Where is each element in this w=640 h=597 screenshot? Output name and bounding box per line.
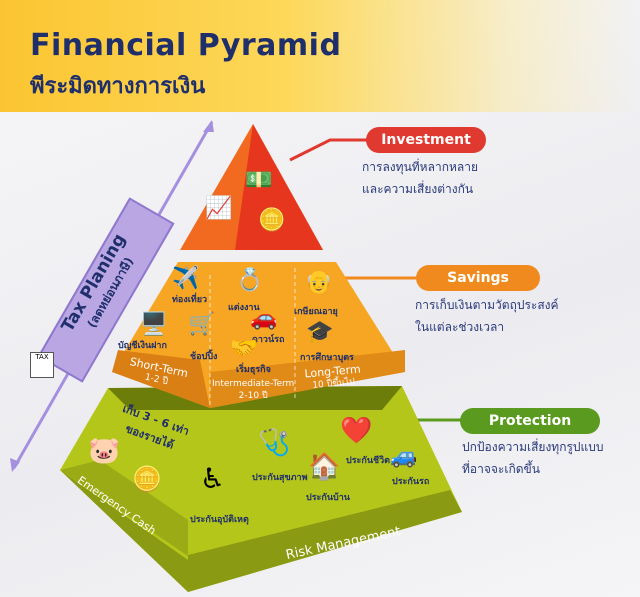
first-aid-icon: 🩺 — [258, 428, 291, 458]
savings-item: การศึกษาบุตร — [300, 353, 354, 363]
retiree-icon: 👴 — [305, 270, 333, 295]
arrow-head-bottom — [10, 458, 20, 472]
savings-item: เริ่มธุรกิจ — [236, 365, 271, 375]
page-subtitle: พีระมิดทางการเงิน — [30, 74, 206, 99]
heart-icon: ❤️ — [340, 416, 373, 446]
investment-connector — [289, 138, 368, 162]
house-icon: 🏠 — [308, 452, 341, 482]
shopping-cart-icon: 🛒 — [188, 312, 216, 337]
savings-pill: Savings — [416, 265, 540, 291]
investment-right-face — [235, 124, 323, 250]
car-insurance-icon: 🚙 — [390, 444, 418, 469]
bank-account-icon: 🖥️ — [140, 312, 168, 337]
investment-desc: การลงทุนที่หลากหลายและความเสี่ยงต่างกัน — [362, 160, 478, 196]
travel-icon: ✈️ — [172, 266, 200, 291]
savings-item: ช้อปปิ้ง — [190, 352, 218, 362]
protection-item: ประกันชีวิต — [346, 456, 390, 466]
money-icon: 💵 — [245, 168, 273, 193]
protection-left-face — [60, 470, 188, 592]
piggy-bank-icon: 🐷 — [88, 436, 121, 466]
investment-pill: Investment — [366, 127, 486, 153]
savings-left-face — [112, 350, 210, 408]
protection-item: ประกันอุบัติเหตุ — [190, 515, 249, 525]
savings-item: เกษียณอายุ — [294, 307, 338, 317]
term-range: 2-10 ปี — [238, 391, 268, 401]
protection-side-shade — [60, 460, 188, 556]
tax-document-icon: TAX — [30, 352, 54, 378]
savings-item: บัญชีเงินฝาก — [118, 341, 167, 351]
arrow-head-top — [203, 120, 214, 132]
protection-item: ประกันสุขภาพ — [252, 473, 308, 483]
graduation-icon: 🎓 — [306, 320, 334, 345]
savings-item: ดาวน์รถ — [252, 335, 285, 345]
protection-desc: ปกป้องความเสี่ยงทุกรูปแบบที่อาจจะเกิดขึ้… — [462, 440, 604, 476]
rings-icon: 💍 — [236, 268, 264, 293]
savings-item: แต่งงาน — [228, 303, 260, 313]
protection-pill: Protection — [460, 408, 600, 434]
chart-icon: 📈 — [205, 196, 233, 221]
term-intermediate: Intermediate-Term 2-10 ปี — [212, 378, 294, 402]
page-title: Financial Pyramid — [30, 28, 342, 63]
coin-hand-icon: 🪙 — [132, 465, 162, 493]
savings-item: ท่องเที่ยว — [172, 295, 208, 305]
protection-front-face — [188, 490, 462, 592]
protection-item: ประกันบ้าน — [306, 493, 350, 503]
wheelchair-icon: ♿ — [200, 462, 226, 495]
title-banner — [0, 0, 640, 112]
savings-front-face — [210, 350, 405, 408]
protection-item: ประกันรถ — [392, 477, 430, 487]
gold-bars-icon: 🪙 — [258, 208, 286, 233]
car-icon: 🚗 — [250, 306, 278, 331]
handshake-icon: 🤝 — [230, 336, 258, 361]
savings-desc: การเก็บเงินตามวัตถุประสงค์ในแต่ละช่วงเวล… — [415, 298, 559, 334]
term-name: Intermediate-Term — [212, 379, 295, 389]
